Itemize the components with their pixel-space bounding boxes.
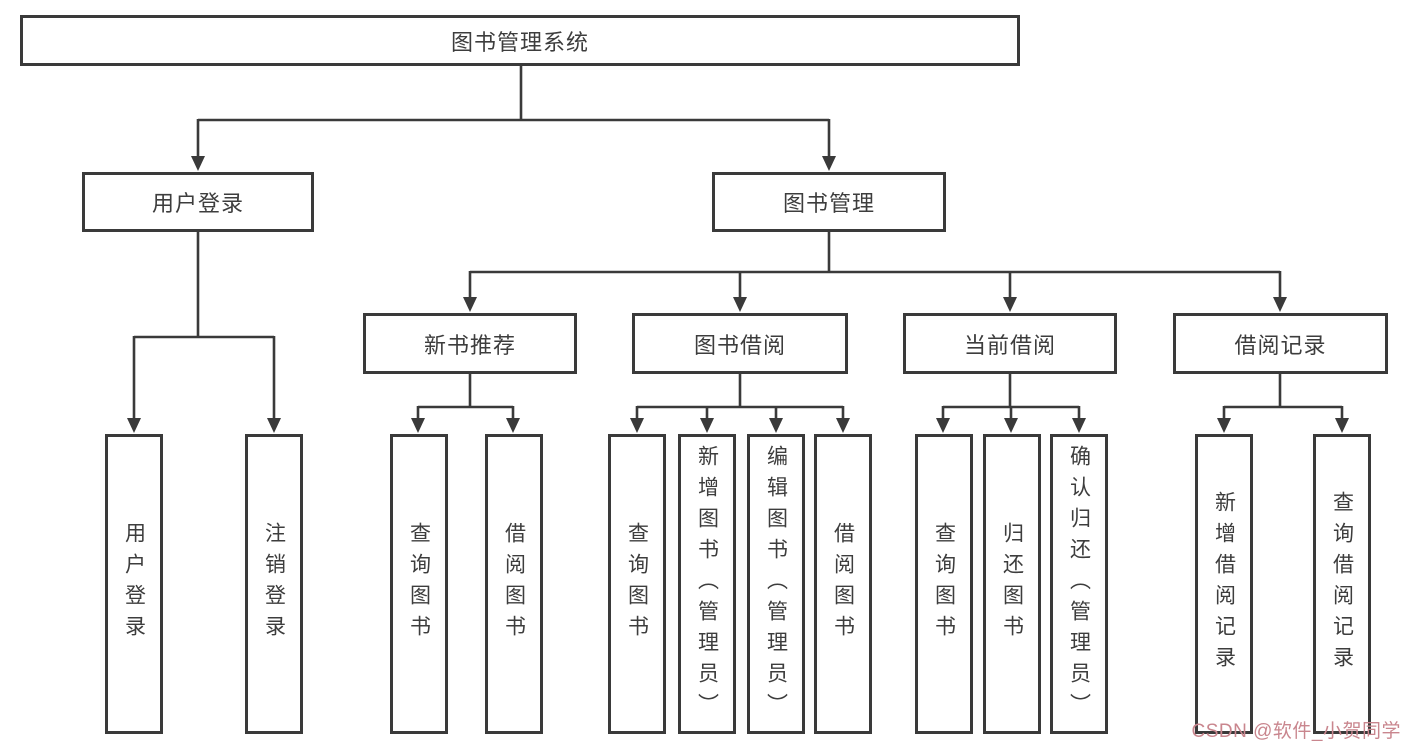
leaf-query-borrow-record: 查询借阅记录 [1313, 434, 1371, 734]
node-label: 新增借阅记录 [1212, 491, 1236, 677]
node-label: 用户登录 [122, 522, 146, 646]
node-label: 用户登录 [151, 191, 244, 216]
leaf-return-books: 归还图书 [983, 434, 1041, 734]
node-label: 编辑图书（管理员） [764, 444, 788, 724]
leaf-borrow-books: 借阅图书 [814, 434, 872, 734]
node-label: 当前借阅 [963, 332, 1056, 358]
node-label: 借阅图书 [831, 522, 855, 646]
node-label: 借阅记录 [1234, 332, 1327, 358]
leaf-query-books-current: 查询图书 [915, 434, 973, 734]
node-label: 查询借阅记录 [1330, 491, 1354, 677]
node-label: 借阅图书 [502, 522, 526, 646]
node-label: 注销登录 [262, 522, 286, 646]
leaf-borrow-books-recommend: 借阅图书 [485, 434, 543, 734]
leaf-add-borrow-record: 新增借阅记录 [1195, 434, 1253, 734]
leaf-add-books-admin: 新增图书（管理员） [678, 434, 736, 734]
node-book-management: 图书管理 [712, 172, 946, 232]
node-label: 图书管理 [782, 191, 875, 216]
node-book-borrow: 图书借阅 [632, 313, 848, 374]
node-root-library-system: 图书管理系统 [20, 15, 1020, 66]
watermark: CSDN @软件_小贺同学 [1191, 721, 1401, 742]
node-label: 新增图书（管理员） [695, 444, 719, 724]
node-label: 图书借阅 [693, 332, 786, 358]
node-borrow-records: 借阅记录 [1173, 313, 1388, 374]
node-label: 确认归还（管理员） [1067, 444, 1091, 724]
node-label: 查询图书 [932, 522, 956, 646]
leaf-edit-books-admin: 编辑图书（管理员） [747, 434, 805, 734]
node-current-borrow: 当前借阅 [903, 313, 1117, 374]
leaf-query-books-recommend: 查询图书 [390, 434, 448, 734]
node-label: 查询图书 [407, 522, 431, 646]
leaf-user-login: 用户登录 [105, 434, 163, 734]
leaf-logout: 注销登录 [245, 434, 303, 734]
node-new-book-recommend: 新书推荐 [363, 313, 577, 374]
leaf-confirm-return-admin: 确认归还（管理员） [1050, 434, 1108, 734]
node-label: 图书管理系统 [450, 29, 589, 55]
node-label: 查询图书 [625, 522, 649, 646]
leaf-query-books-borrow: 查询图书 [608, 434, 666, 734]
node-label: 归还图书 [1000, 522, 1024, 646]
node-label: 新书推荐 [423, 332, 516, 358]
node-user-login: 用户登录 [82, 172, 314, 232]
